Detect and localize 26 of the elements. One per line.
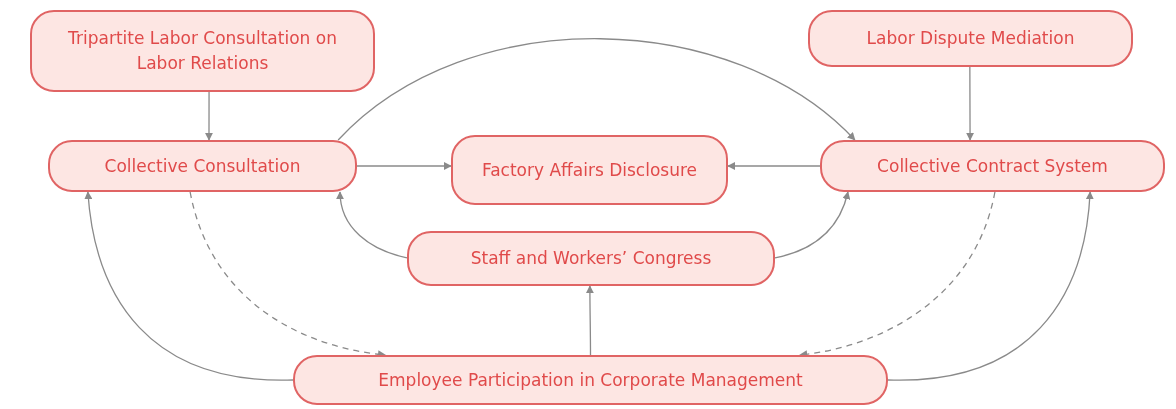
arrow bbox=[205, 91, 213, 141]
dashed-arrow bbox=[189, 191, 386, 358]
process-box bbox=[820, 140, 1165, 192]
node-label: Employee Participation in Corporate Management bbox=[378, 368, 803, 392]
arrow bbox=[84, 191, 294, 381]
arrow bbox=[966, 66, 975, 141]
node-label: Tripartite Labor Consultation on Labor Relations bbox=[67, 27, 338, 75]
arrow bbox=[727, 162, 821, 170]
node-label: Collective Consultation bbox=[104, 154, 301, 178]
arrow bbox=[774, 191, 850, 259]
process-box bbox=[30, 10, 375, 92]
arrow bbox=[337, 38, 856, 141]
process-box bbox=[407, 231, 775, 286]
process-box bbox=[808, 10, 1133, 67]
process-box bbox=[293, 355, 888, 405]
process-box bbox=[48, 140, 357, 192]
dashed-arrow bbox=[799, 191, 996, 358]
arrow bbox=[887, 191, 1094, 381]
arrow bbox=[336, 191, 408, 259]
node-label: Labor Dispute Mediation bbox=[866, 27, 1075, 51]
node-label: Factory Affairs Disclosure bbox=[481, 158, 698, 182]
node-label: Collective Contract System bbox=[877, 154, 1108, 178]
arrow bbox=[356, 162, 452, 170]
arrow bbox=[585, 285, 594, 356]
process-box bbox=[451, 135, 728, 205]
node-label: Staff and Workers’ Congress bbox=[470, 247, 712, 271]
